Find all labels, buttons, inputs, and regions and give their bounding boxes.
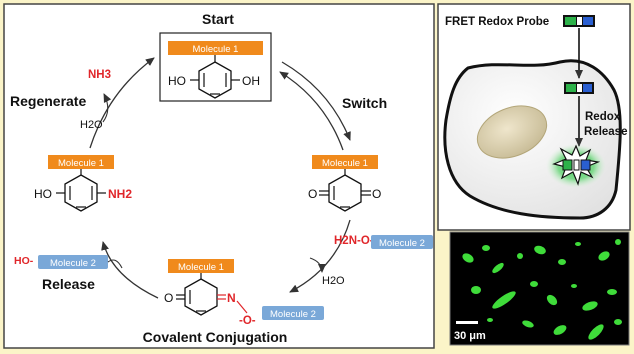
molecule1-tag-quinone-label: Molecule 1 <box>322 158 368 169</box>
switch-reverse-arrow <box>279 71 344 151</box>
molecule1-tag-aminophenol <box>48 155 114 169</box>
molecule2-tag-reagent <box>371 235 433 249</box>
aminophenol-nh2-label: NH2 <box>108 187 132 201</box>
molecule1-tag-aminophenol-label: Molecule 1 <box>58 158 104 169</box>
oxime-n-label: N <box>227 291 236 305</box>
quinone-o-left: O <box>308 187 317 201</box>
aminophenol-ring <box>64 174 98 212</box>
ammonia-label: NH3 <box>88 69 111 81</box>
conjugation-title: Covalent Conjugation <box>143 329 288 345</box>
quinone-molecule: Molecule 1 O O <box>308 155 381 212</box>
fluorescent-cells <box>462 239 622 340</box>
molecule1-tag-oxime <box>168 259 234 273</box>
probe-icon-released <box>562 159 591 171</box>
cell-nucleus <box>476 105 548 159</box>
start-molecule: Molecule 1 HO OH <box>159 32 272 102</box>
release-step-label: Release <box>584 126 627 138</box>
probe-title: FRET Redox Probe <box>445 16 549 28</box>
molecule1-tag-start <box>168 41 263 55</box>
regenerate-arrow <box>89 57 155 149</box>
start-ho-label: HO <box>168 74 186 88</box>
oxime-o-left: O <box>164 291 173 305</box>
release-label: Release <box>42 276 95 292</box>
release-branch <box>107 259 123 269</box>
molecule2-tag-oxime-label: Molecule 2 <box>270 309 316 320</box>
released-ho-label: HO- <box>14 255 34 267</box>
molecule2-tag-oxime <box>262 306 324 320</box>
redox-label: Redox <box>585 111 621 123</box>
molecule1-tag-oxime-label: Molecule 1 <box>178 262 224 273</box>
start-box <box>159 32 272 102</box>
molecule2-tag-released <box>38 255 108 269</box>
molecule2-tag-reagent-label: Molecule 2 <box>379 238 425 249</box>
scale-bar <box>456 321 478 324</box>
quinone-o-right: O <box>372 187 381 201</box>
oxime-ring <box>184 278 218 316</box>
water-byproduct-arrow <box>309 257 326 273</box>
oxime-o-link: -O- <box>239 315 256 327</box>
molecule1-tag-quinone <box>312 155 378 169</box>
switch-forward-arrow <box>281 61 351 141</box>
probe-icon-top <box>563 15 595 27</box>
water-reagent-label: H2O <box>80 119 103 131</box>
aminophenol-ho-label: HO <box>34 187 52 201</box>
conjugation-arrow <box>289 219 351 293</box>
aminooxy-label: H2N-O- <box>334 235 374 247</box>
molecule2-tag-released-label: Molecule 2 <box>50 258 96 269</box>
cycle-panel <box>3 3 435 349</box>
quinone-ring <box>328 174 362 212</box>
oxime-molecule: Molecule 1 O N -O- Molecule 2 <box>164 259 324 327</box>
regenerate-label: Regenerate <box>10 93 86 109</box>
water-byproduct-label: H2O <box>322 275 345 287</box>
start-oh-label: OH <box>242 74 260 88</box>
aminophenol-molecule: Molecule 1 HO NH2 <box>34 155 132 212</box>
start-benzene-ring <box>198 61 232 99</box>
molecule1-tag-start-label: Molecule 1 <box>193 44 239 55</box>
release-arrow <box>101 241 159 299</box>
regenerate-branch <box>102 93 112 123</box>
probe-icon-intracellular <box>564 82 594 94</box>
scale-bar-label: 30 μm <box>454 330 486 342</box>
start-title: Start <box>202 11 234 27</box>
switch-label: Switch <box>342 95 387 111</box>
